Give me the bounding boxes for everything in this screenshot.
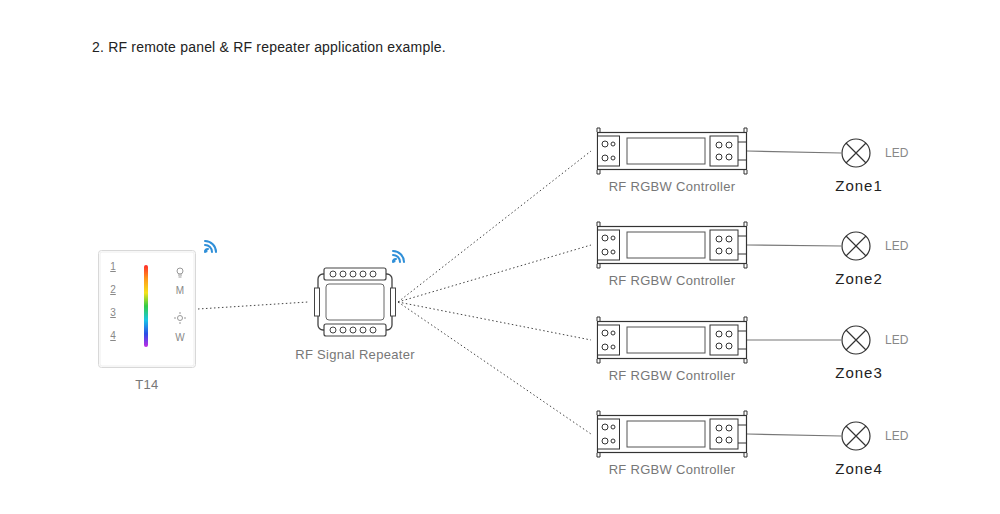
led-lamp-outline bbox=[841, 421, 871, 451]
led-lamp: LEDZone1 bbox=[841, 138, 871, 168]
button-label: W bbox=[175, 332, 184, 343]
rf-link bbox=[198, 302, 308, 309]
diagram-title: 2. RF remote panel & RF repeater applica… bbox=[92, 39, 446, 55]
device-label: RF RGBW Controller bbox=[609, 368, 736, 383]
device-label: RF Signal Repeater bbox=[295, 347, 415, 362]
zone-label: Zone4 bbox=[835, 460, 883, 477]
rgbw-controller: RF RGBW Controller bbox=[597, 226, 747, 264]
button-label: 4 bbox=[110, 330, 116, 341]
device-label: RF RGBW Controller bbox=[609, 273, 736, 288]
led-lamp: LEDZone4 bbox=[841, 421, 871, 451]
rgbw-controller: RF RGBW Controller bbox=[597, 321, 747, 359]
rf-link bbox=[398, 245, 591, 302]
rf-link bbox=[398, 302, 591, 340]
signal-repeater-outline bbox=[314, 266, 396, 338]
zone-label: Zone3 bbox=[835, 364, 883, 381]
device-label: T14 bbox=[135, 377, 158, 392]
button-label: 2 bbox=[110, 284, 116, 295]
led-lamp: LEDZone2 bbox=[841, 231, 871, 261]
led-lamp-outline bbox=[841, 325, 871, 355]
led-label: LED bbox=[885, 239, 908, 253]
rgbw-controller: RF RGBW Controller bbox=[597, 132, 747, 170]
rf-link bbox=[398, 151, 591, 302]
device-label: RF RGBW Controller bbox=[609, 462, 736, 477]
signal-repeater: RF Signal Repeater bbox=[314, 266, 396, 338]
button-label: 1 bbox=[110, 261, 116, 272]
led-lamp-outline bbox=[841, 138, 871, 168]
rgbw-controller-outline bbox=[597, 415, 747, 453]
led-label: LED bbox=[885, 333, 908, 347]
rgbw-controller-outline bbox=[597, 321, 747, 359]
wire-connector bbox=[747, 339, 841, 340]
zone-label: Zone2 bbox=[835, 270, 883, 287]
wall-panel: T141234MW bbox=[98, 250, 196, 368]
led-lamp-outline bbox=[841, 231, 871, 261]
button-label: M bbox=[176, 285, 184, 296]
rgbw-controller-outline bbox=[597, 132, 747, 170]
wire-connector bbox=[747, 245, 841, 246]
zone-label: Zone1 bbox=[835, 177, 883, 194]
device-label: RF RGBW Controller bbox=[609, 179, 736, 194]
rgbw-controller: RF RGBW Controller bbox=[597, 415, 747, 453]
rf-link bbox=[398, 302, 591, 434]
button-label: 3 bbox=[110, 307, 116, 318]
led-label: LED bbox=[885, 429, 908, 443]
rgbw-controller-outline bbox=[597, 226, 747, 264]
wire-connector bbox=[747, 151, 841, 153]
wire-connector bbox=[747, 434, 841, 436]
led-label: LED bbox=[885, 146, 908, 160]
led-lamp: LEDZone3 bbox=[841, 325, 871, 355]
